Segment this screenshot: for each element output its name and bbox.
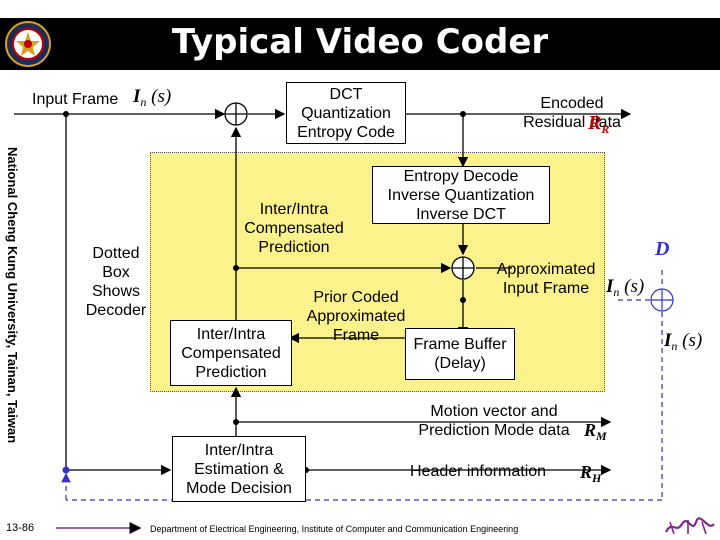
- title-bar: [0, 18, 720, 70]
- page-title: Typical Video Coder: [171, 22, 549, 62]
- prior-coded-label: Prior Coded Approximated Frame: [306, 289, 406, 344]
- prediction-label: Inter/Intra Compensated Prediction: [244, 201, 344, 256]
- encoded-data-label: Encoded Residual data: [523, 95, 621, 131]
- frame-buffer-box: Frame Buffer (Delay): [405, 328, 515, 380]
- entropy-decode-box: Entropy Decode Inverse Quantization Inve…: [372, 166, 550, 224]
- approx-symbol: In (s): [606, 276, 645, 299]
- dct-quantization-box: DCT Quantization Entropy Code: [286, 82, 406, 144]
- decoder-note-label: Dotted Box Shows Decoder: [85, 245, 147, 319]
- estimation-mode-box: Inter/Intra Estimation & Mode Decision: [172, 436, 306, 502]
- university-vertical-label: National Cheng Kung University, Tainan, …: [5, 147, 20, 444]
- input-frame-label: Input Frame: [32, 91, 119, 108]
- right-symbol: In (s): [664, 330, 703, 353]
- university-seal-icon: [5, 21, 51, 67]
- residual-symbol: RR: [588, 112, 610, 136]
- input-symbol: In (s): [133, 86, 172, 109]
- compensated-prediction-box: Inter/Intra Compensated Prediction: [170, 320, 292, 386]
- calligraphy-logo-icon: [665, 517, 715, 535]
- approx-input-label: Approximated Input Frame: [496, 261, 596, 297]
- motion-symbol: RM: [584, 420, 607, 443]
- summer-nodes: [224, 102, 475, 280]
- department-footer: Department of Electrical Engineering, In…: [150, 524, 519, 534]
- motion-vector-label: Motion vector and Prediction Mode data: [418, 403, 570, 439]
- header-symbol: RH: [580, 462, 602, 485]
- page-number: 13-86: [6, 522, 35, 534]
- header-info-label: Header information: [410, 463, 547, 480]
- d-label: D: [655, 238, 670, 260]
